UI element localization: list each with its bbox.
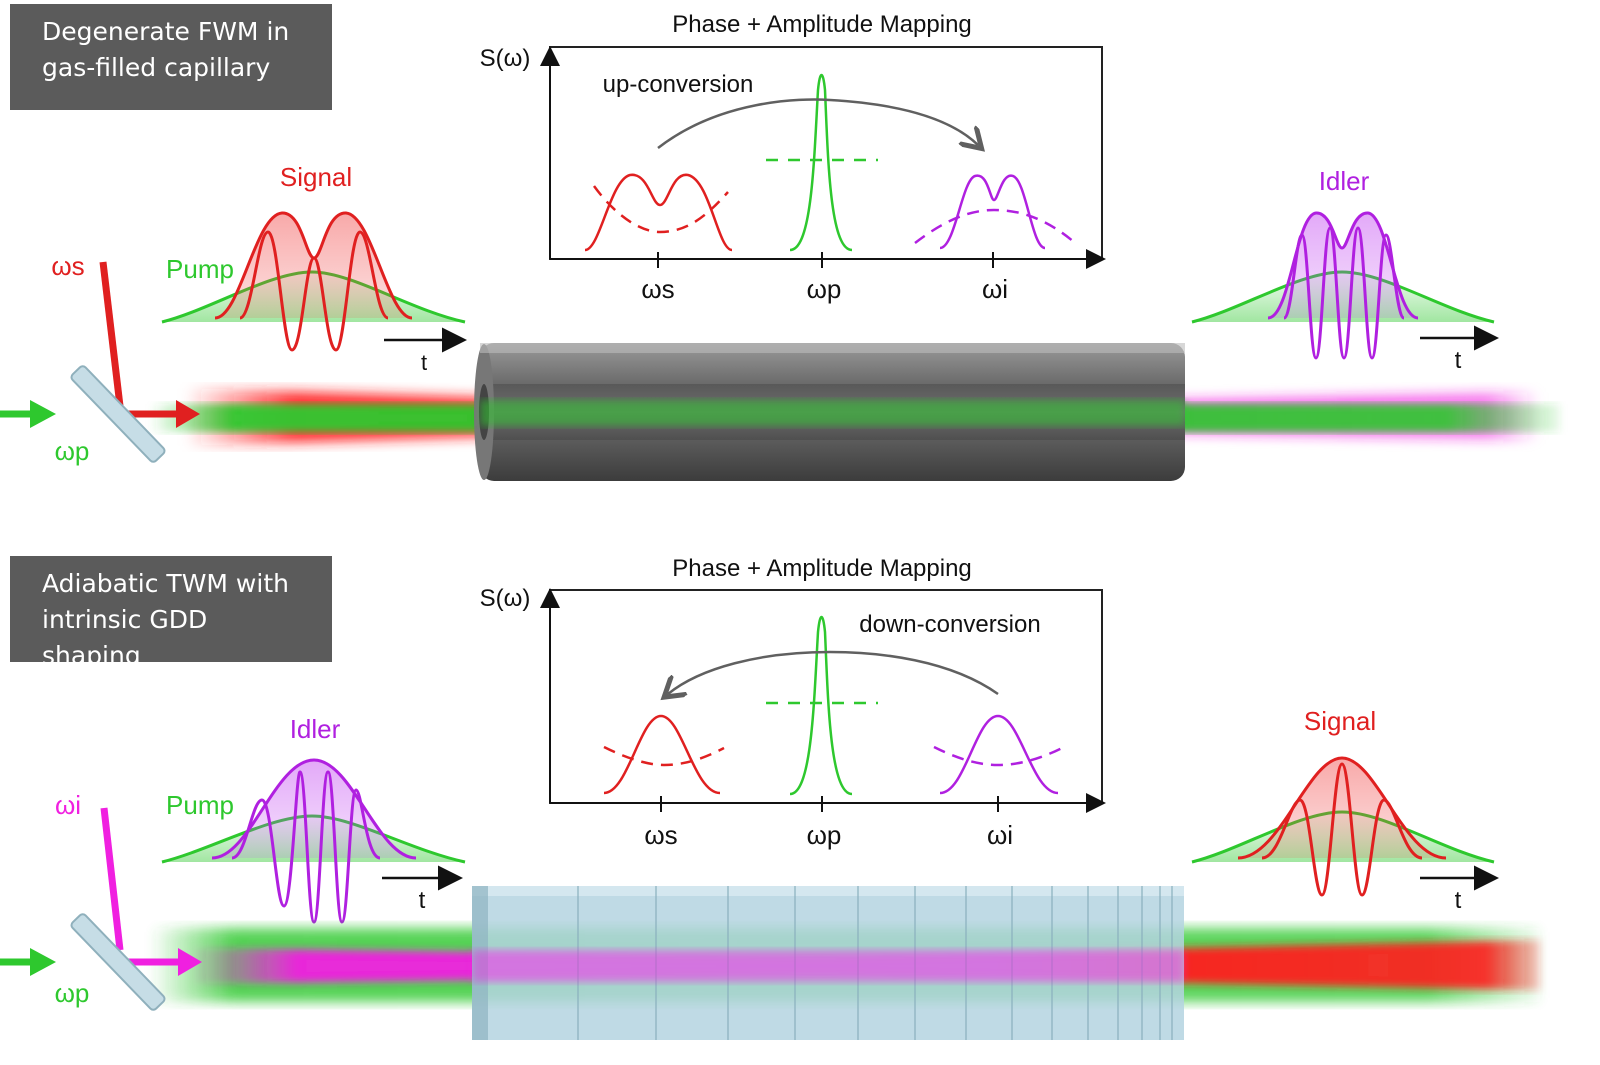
panel-1-left-signal-fill (215, 212, 412, 318)
panel-1-right-pulse-label: Idler (1319, 166, 1370, 196)
panel-2-title-line-2: intrinsic GDD shaping (42, 605, 208, 670)
panel-2-conversion-label: down-conversion (859, 611, 1040, 638)
panel-2-title-line-1: Adiabatic TWM with (42, 569, 289, 598)
panel-2-tick-label-wi: ωi (987, 820, 1013, 850)
panel-1-left-time-label: t (421, 350, 427, 375)
panel-1-idler-spectrum (939, 174, 1046, 250)
panel-2-right-signal-fill (1238, 758, 1446, 858)
panel-1-signal-input-beam (99, 261, 124, 407)
panel-2-signal-spectrum (603, 714, 721, 795)
panel-1-idler-phase (914, 208, 1075, 244)
panel-1-pump-label: Pump (166, 254, 234, 284)
panel-2-left-idler-fill (212, 760, 416, 858)
panel-2-tick-label-wp: ωp (807, 820, 842, 850)
panel-1-pump-arrowhead (30, 400, 56, 428)
panel-1-right-idler-carrier (1282, 226, 1406, 360)
panel-1-pump-spectrum (789, 73, 853, 252)
panel-1-conversion-label: up-conversion (603, 71, 754, 98)
panel-1-title-box: Degenerate FWM in gas-filled capillary (10, 4, 332, 110)
panel-1-signal-spectrum (584, 173, 733, 252)
panel-1-title-line-1: Degenerate FWM in (42, 17, 290, 46)
panel-1-mirror (70, 365, 166, 463)
panel-1-left-signal-carrier (239, 230, 389, 352)
panel-2-signal-phase (603, 745, 725, 767)
panel-2-mapping-title: Phase + Amplitude Mapping (672, 555, 972, 582)
panel-2: Phase + Amplitude Mapping S(ω) ωs ωp ωi … (0, 555, 1540, 1040)
panel-2-y-axis-label: S(ω) (480, 585, 531, 612)
panel-2-right-time-label: t (1455, 887, 1462, 914)
panel-1-beam-inside (480, 400, 1185, 426)
panel-1-conversion-arrow (657, 98, 978, 148)
panel-2-pump-spectrum (789, 615, 853, 796)
panel-1-tick-label-wi: ωi (982, 274, 1008, 304)
panel-2-pump-arrowhead (30, 948, 56, 976)
panel-2-right-pulse-label: Signal (1304, 706, 1376, 736)
panel-1-signal-arrowhead (176, 400, 200, 428)
panel-2-tick-label-ws: ωs (644, 820, 677, 850)
panel-1-title-line-2: gas-filled capillary (42, 53, 271, 82)
panel-1-mapping-title: Phase + Amplitude Mapping (672, 11, 972, 38)
panel-1-signal-phase (592, 185, 729, 234)
panel-2-left-idler-carrier (231, 770, 381, 924)
panel-1-right-time-label: t (1455, 347, 1462, 374)
panel-1-left-pump-input-label: ωp (55, 436, 90, 466)
panel-2-left-input-label: ωi (55, 790, 81, 820)
panel-1-y-axis-label: S(ω) (480, 45, 531, 72)
panel-1: Phase + Amplitude Mapping S(ω) ωs ωp ωi … (0, 11, 1560, 481)
panel-1-tick-label-ws: ωs (641, 274, 674, 304)
panel-2-idler-phase (933, 745, 1063, 767)
panel-2-left-idler-envelope (211, 758, 417, 860)
panel-2-left-time-label: t (419, 887, 426, 914)
panel-2-conversion-arrow (668, 650, 999, 694)
panel-2-beam-inside (472, 950, 1184, 982)
panel-2-idler-spectrum (939, 714, 1059, 795)
panel-1-left-input-label: ωs (51, 251, 84, 281)
panel-2-left-pump-input-label: ωp (55, 978, 90, 1008)
panel-2-idler-input-beam (100, 807, 124, 951)
panel-1-tick-label-wp: ωp (807, 274, 842, 304)
panel-2-left-pulse-label: Idler (290, 714, 341, 744)
panel-2-idler-arrowhead (178, 948, 202, 976)
panel-2-right-signal-carrier (1261, 762, 1423, 897)
panel-2-right-signal-envelope (1237, 756, 1447, 860)
panel-2-pump-label: Pump (166, 790, 234, 820)
panel-2-mirror (70, 913, 166, 1011)
panel-2-title-box: Adiabatic TWM with intrinsic GDD shaping (10, 556, 332, 670)
panel-1-left-pulse-label: Signal (280, 162, 352, 192)
